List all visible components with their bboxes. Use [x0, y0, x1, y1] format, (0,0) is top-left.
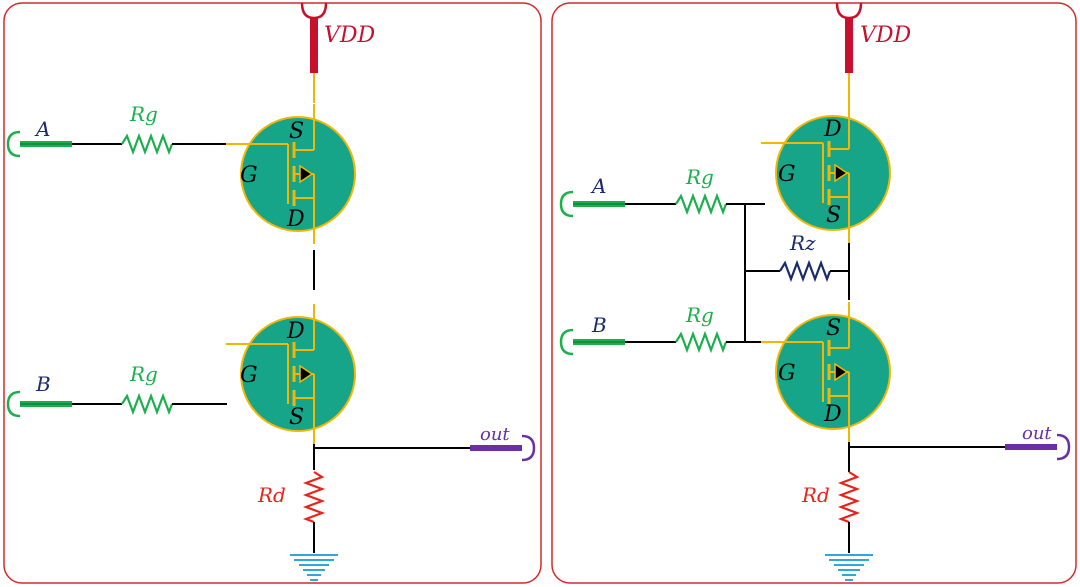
left-q1-top-label: S — [289, 119, 304, 144]
left-q2-gate-label: G — [240, 363, 258, 388]
left-rg-top-resistor — [120, 134, 174, 154]
left-rd-resistor — [304, 470, 324, 524]
right-q2-bottom-label: D — [823, 402, 842, 427]
left-ground-icon — [290, 554, 338, 581]
left-rg-bottom-label: Rg — [129, 362, 158, 386]
left-vdd-connector — [300, 2, 328, 103]
left-input-a-label: A — [34, 117, 50, 141]
left-out-label: out — [480, 424, 510, 445]
left-q1-gate-label: G — [240, 163, 258, 188]
right-out-label: out — [1022, 423, 1052, 444]
right-out-connector — [1005, 433, 1071, 461]
right-rz-resistor — [778, 261, 832, 281]
left-q1-bottom-label: D — [286, 207, 305, 232]
right-q1-bottom-label: S — [826, 203, 841, 228]
right-rg-bottom-label: Rg — [685, 303, 714, 327]
right-ground-icon — [825, 554, 873, 581]
left-rg-top-label: Rg — [129, 102, 158, 126]
left-out-connector — [470, 434, 536, 462]
right-rg-bottom-resistor — [674, 332, 728, 352]
left-input-a-connector — [6, 130, 72, 158]
right-q1-top-label: D — [823, 117, 842, 142]
right-rg-top-label: Rg — [685, 165, 714, 189]
right-input-b-connector — [559, 328, 625, 356]
left-q2-top-label: D — [286, 319, 305, 344]
left-vdd-label: VDD — [324, 23, 376, 48]
left-rd-label: Rd — [257, 483, 286, 507]
right-rd-label: Rd — [801, 483, 830, 507]
right-q2-top-label: S — [826, 316, 841, 341]
right-input-b-label: B — [591, 313, 607, 337]
right-q1-gate-label: G — [778, 162, 796, 187]
right-vdd-label: VDD — [860, 23, 912, 48]
right-rd-resistor — [839, 470, 859, 524]
left-q2-bottom-label: S — [289, 405, 304, 430]
right-rz-label: Rz — [789, 231, 816, 255]
left-rg-bottom-resistor — [120, 394, 174, 414]
right-rg-top-resistor — [674, 194, 728, 214]
right-q2-gate-label: G — [778, 361, 796, 386]
left-input-b-connector — [6, 390, 72, 418]
right-frame — [551, 2, 1077, 584]
right-input-a-label: A — [590, 174, 606, 198]
left-circuit-panel: VDD A Rg G S D B Rg G D — [3, 2, 542, 584]
left-frame — [3, 2, 542, 584]
right-circuit-panel: VDD G D S A Rg Rz B Rg — [551, 2, 1077, 584]
right-input-a-connector — [559, 190, 625, 218]
left-input-b-label: B — [35, 372, 51, 396]
right-vdd-connector — [835, 2, 863, 103]
